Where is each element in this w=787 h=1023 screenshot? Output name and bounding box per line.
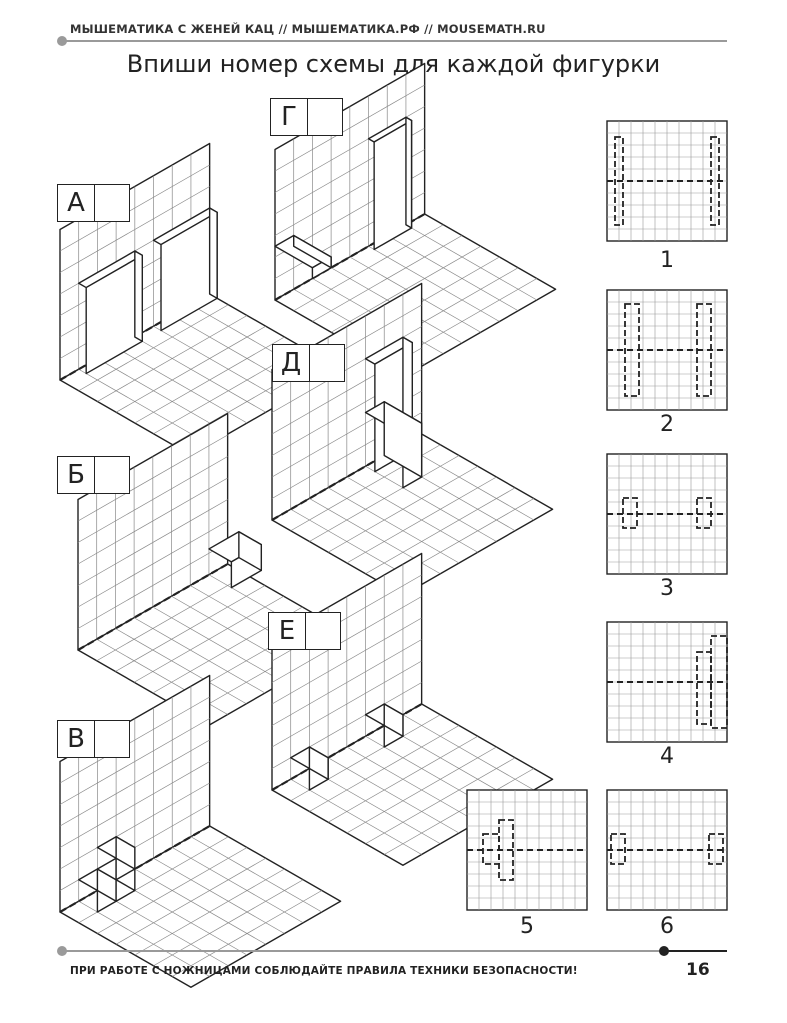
answer-field[interactable] <box>95 457 129 493</box>
fold-line <box>59 825 211 913</box>
scheme-number-1: 1 <box>660 248 674 273</box>
s6-left <box>610 833 626 865</box>
figure-letter: Е <box>269 613 306 649</box>
footer-rule-dot-left <box>57 946 67 956</box>
cube-v3-side <box>115 836 136 870</box>
s2-right <box>696 303 712 397</box>
figure-letter: Д <box>273 345 310 381</box>
figure-letter: Г <box>271 99 308 135</box>
s3-right <box>696 497 712 529</box>
figure-letter: А <box>58 185 95 221</box>
s6-right <box>708 833 724 865</box>
answer-field[interactable] <box>95 185 129 221</box>
label-box-d: Д <box>272 344 345 382</box>
s1-left <box>614 136 624 226</box>
cube-e2-side <box>383 703 404 737</box>
figure-letter: Б <box>58 457 95 493</box>
s3-left <box>622 497 638 529</box>
answer-field[interactable] <box>95 721 129 757</box>
footer-rule-accent <box>664 950 727 952</box>
scheme-number-5: 5 <box>520 914 534 939</box>
label-box-b: Б <box>57 456 130 494</box>
cube-b-side <box>238 531 263 572</box>
scheme-number-2: 2 <box>660 412 674 437</box>
panel-g-side <box>405 116 413 229</box>
footer-text: ПРИ РАБОТЕ С НОЖНИЦАМИ СОБЛЮДАЙТЕ ПРАВИЛ… <box>70 965 578 977</box>
header-text: МЫШЕМАТИКА С ЖЕНЕЙ КАЦ // МЫШЕМАТИКА.РФ … <box>70 22 546 36</box>
fold-line <box>77 563 229 651</box>
label-box-v: В <box>57 720 130 758</box>
block-d-side <box>383 401 423 478</box>
s5-b <box>498 819 514 881</box>
scheme-number-6: 6 <box>660 914 674 939</box>
frame-a1-side <box>134 250 144 342</box>
scheme-number-3: 3 <box>660 576 674 601</box>
answer-field[interactable] <box>310 345 344 381</box>
s1-right <box>710 136 720 226</box>
cube-e1-side <box>308 746 329 780</box>
answer-field[interactable] <box>308 99 342 135</box>
figure-letter: В <box>58 721 95 757</box>
shelf-g-side <box>293 234 332 269</box>
answer-field[interactable] <box>306 613 340 649</box>
s2-left <box>624 303 640 397</box>
header-rule <box>62 40 727 42</box>
frame-a2-side <box>208 207 218 299</box>
header-rule-dot <box>57 36 67 46</box>
page-number: 16 <box>686 960 710 980</box>
scheme-number-4: 4 <box>660 744 674 769</box>
footer-rule-dot-right <box>659 946 669 956</box>
page-title: Впиши номер схемы для каждой фигурки <box>126 50 661 78</box>
label-box-g: Г <box>270 98 343 136</box>
label-box-a: А <box>57 184 130 222</box>
label-box-e: Е <box>268 612 341 650</box>
footer-rule <box>62 950 727 952</box>
